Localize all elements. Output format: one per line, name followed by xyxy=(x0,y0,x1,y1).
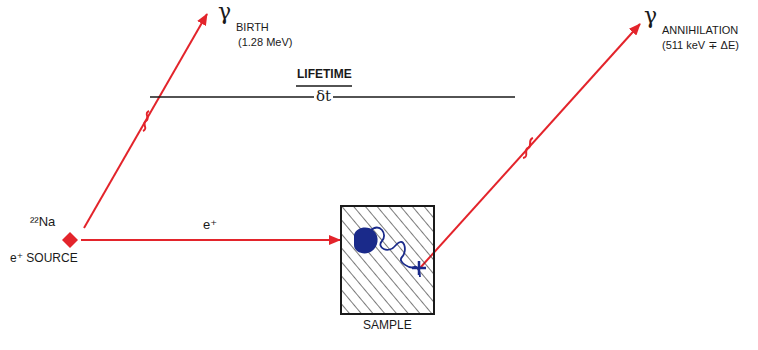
sample-fill xyxy=(341,206,434,314)
energy-label: (1.28 MeV) xyxy=(238,36,292,49)
wave-symbol xyxy=(523,138,533,158)
sample-box: SAMPLE xyxy=(340,205,435,315)
isotope-label: ²²Na xyxy=(30,215,55,230)
lifetime-label: LIFETIME xyxy=(297,68,352,82)
gamma-symbol: γ xyxy=(644,3,657,28)
annihilation-gamma-ray xyxy=(420,24,640,268)
particle-label: e⁺ xyxy=(203,218,217,233)
positron-path xyxy=(81,239,340,241)
gamma-symbol: γ xyxy=(218,0,231,24)
annihilation-point xyxy=(412,261,426,275)
subscript-label: ANNIHILATION xyxy=(662,24,738,37)
diffusion-path xyxy=(370,228,420,278)
birth-gamma-ray xyxy=(84,14,207,228)
source-label: e⁺ SOURCE xyxy=(10,252,78,266)
source-diamond xyxy=(62,232,78,248)
energy-label: (511 keV ∓ ΔE) xyxy=(662,39,739,52)
sample-drawing xyxy=(340,205,435,315)
sample-label: SAMPLE xyxy=(363,319,412,333)
time-symbol: δt xyxy=(314,88,333,105)
subscript-label: BIRTH xyxy=(236,21,269,34)
underline xyxy=(296,85,352,87)
wave-symbol xyxy=(143,111,149,131)
positron-blob xyxy=(354,228,378,254)
positron-source: ²²Na e⁺ SOURCE xyxy=(8,212,80,268)
